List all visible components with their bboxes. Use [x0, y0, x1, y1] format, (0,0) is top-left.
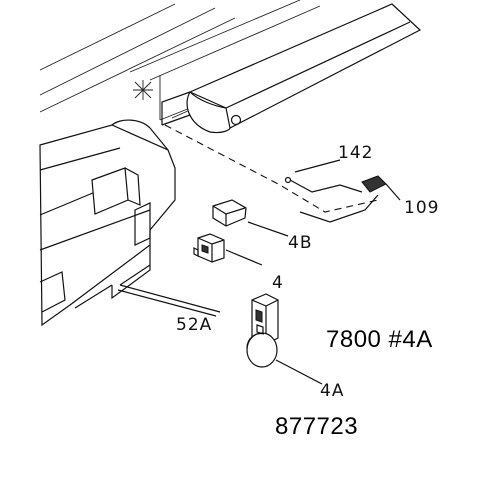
- callout-label-142: 142: [338, 143, 373, 163]
- clip-part-109: [299, 175, 401, 223]
- callout-label-109: 109: [404, 198, 439, 218]
- part-number-caption: 877723: [275, 413, 358, 440]
- bracket-part-4: [193, 233, 263, 266]
- block-part-4b: [212, 199, 289, 237]
- callout-label-4b: 4B: [288, 233, 312, 253]
- callout-label-52a: 52A: [176, 315, 212, 335]
- assembly-dashed-line: [164, 124, 379, 213]
- callout-label-4: 4: [272, 273, 284, 293]
- callout-label-4a: 4A: [320, 381, 344, 401]
- alignment-crosshair: [133, 80, 153, 100]
- rod-assembly: [161, 3, 422, 134]
- wire-spring-142: [284, 159, 363, 193]
- housing-part-52a: [39, 119, 221, 327]
- upper-rail-housing: [39, 0, 321, 121]
- model-code-caption: 7800 #4A: [326, 326, 433, 353]
- knob-part-4a: [246, 293, 323, 385]
